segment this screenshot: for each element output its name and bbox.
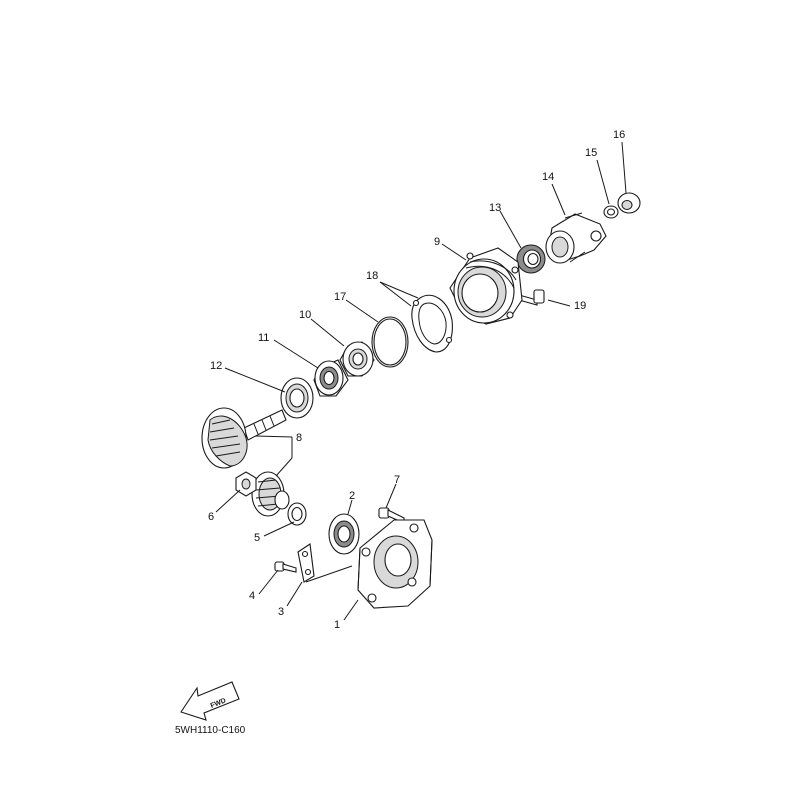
part-18-gasket (411, 294, 453, 353)
part-10-bearing (339, 341, 375, 377)
part-12-bearing (280, 377, 314, 419)
leader-lines (215, 141, 627, 621)
callout-1: 1 (334, 619, 340, 631)
part-9-bearing-housing (449, 247, 523, 325)
part-8-ring-gear (251, 471, 290, 517)
part-13-oil-seal (516, 244, 546, 274)
callout-12: 12 (210, 360, 222, 372)
callout-7: 7 (394, 474, 400, 486)
part-3-bracket (297, 543, 315, 583)
callout-2: 2 (349, 490, 355, 502)
callout-14: 14 (542, 171, 554, 183)
callout-10: 10 (299, 309, 311, 321)
part-2-bearing (328, 513, 360, 555)
part-5-shim (287, 502, 307, 526)
callout-5: 5 (254, 532, 260, 544)
part-16-nut (617, 192, 641, 214)
callout-4: 4 (249, 590, 255, 602)
diagram-code: 5WH1110-C160 (175, 725, 246, 736)
part-8-pinion-gear (201, 407, 287, 469)
callout-17: 17 (334, 291, 346, 303)
callout-3: 3 (278, 606, 284, 618)
part-14-yoke (545, 212, 607, 264)
part-4-bolt (274, 561, 297, 573)
callout-11: 11 (258, 332, 269, 344)
part-17-o-ring (371, 316, 409, 368)
callout-18: 18 (366, 270, 378, 282)
callout-15: 15 (585, 147, 597, 159)
callout-6: 6 (208, 511, 214, 523)
callout-16: 16 (613, 129, 625, 141)
part-11-roller-bearing (313, 359, 349, 397)
part-15-washer (603, 205, 619, 219)
callout-8: 8 (296, 432, 302, 444)
part-19-bolt (518, 289, 545, 306)
part-1-gear-case (357, 519, 433, 609)
callout-13: 13 (489, 202, 501, 214)
part-6-nut (235, 471, 257, 497)
callout-9: 9 (434, 236, 440, 248)
callout-19: 19 (574, 300, 586, 312)
fwd-arrow-icon: FWD (180, 681, 240, 721)
